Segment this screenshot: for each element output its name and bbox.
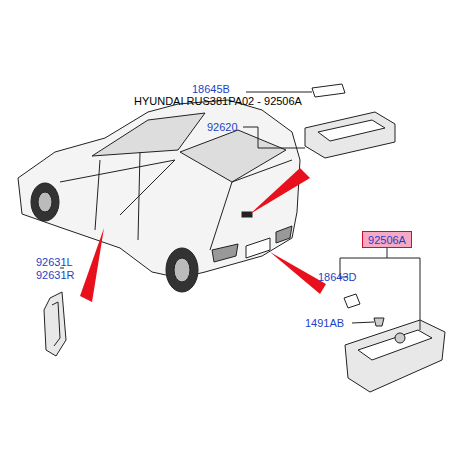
side-marker-lamp [44, 292, 66, 356]
tail-light [212, 244, 238, 262]
trunk-lamp-mark [242, 212, 252, 217]
lamp-bulb [312, 84, 345, 97]
pointer-arrow [270, 252, 326, 294]
callout-number: 18643D [318, 271, 357, 283]
trunk-line [60, 160, 292, 250]
tail-light [276, 226, 292, 243]
callout-number: 92631R [36, 269, 75, 281]
license-plate [246, 238, 270, 258]
pointer-arrow [250, 168, 310, 214]
callout-number: 1491AB [305, 317, 344, 329]
socket [395, 333, 405, 343]
screw [374, 318, 384, 326]
leader-line [246, 92, 312, 93]
callout-number: 18645B [192, 83, 230, 95]
pointer-arrow [80, 228, 104, 302]
bulb [344, 294, 360, 308]
side-window [92, 113, 205, 156]
trunk-lamp [305, 112, 395, 158]
front-wheel [31, 183, 59, 221]
license-lamp [345, 320, 445, 392]
leader-line [340, 247, 420, 330]
diagram-title: HYUNDAI RUS381PA02 - 92506A [134, 95, 302, 107]
side-marker-lens [52, 302, 60, 346]
leader-line [352, 322, 374, 323]
callout-number: 92620 [207, 121, 238, 133]
callout-number: 92631L [36, 256, 73, 268]
front-hub [38, 192, 52, 212]
part-number-box: 92506A [362, 231, 412, 248]
rear-window [180, 130, 286, 182]
part-number: 92506A [368, 234, 406, 246]
rear-wheel [166, 248, 198, 292]
license-lamp [358, 330, 432, 360]
trunk-lamp [318, 120, 385, 141]
door-line [95, 152, 140, 240]
leader-line [243, 127, 305, 148]
rear-hub [174, 258, 190, 282]
